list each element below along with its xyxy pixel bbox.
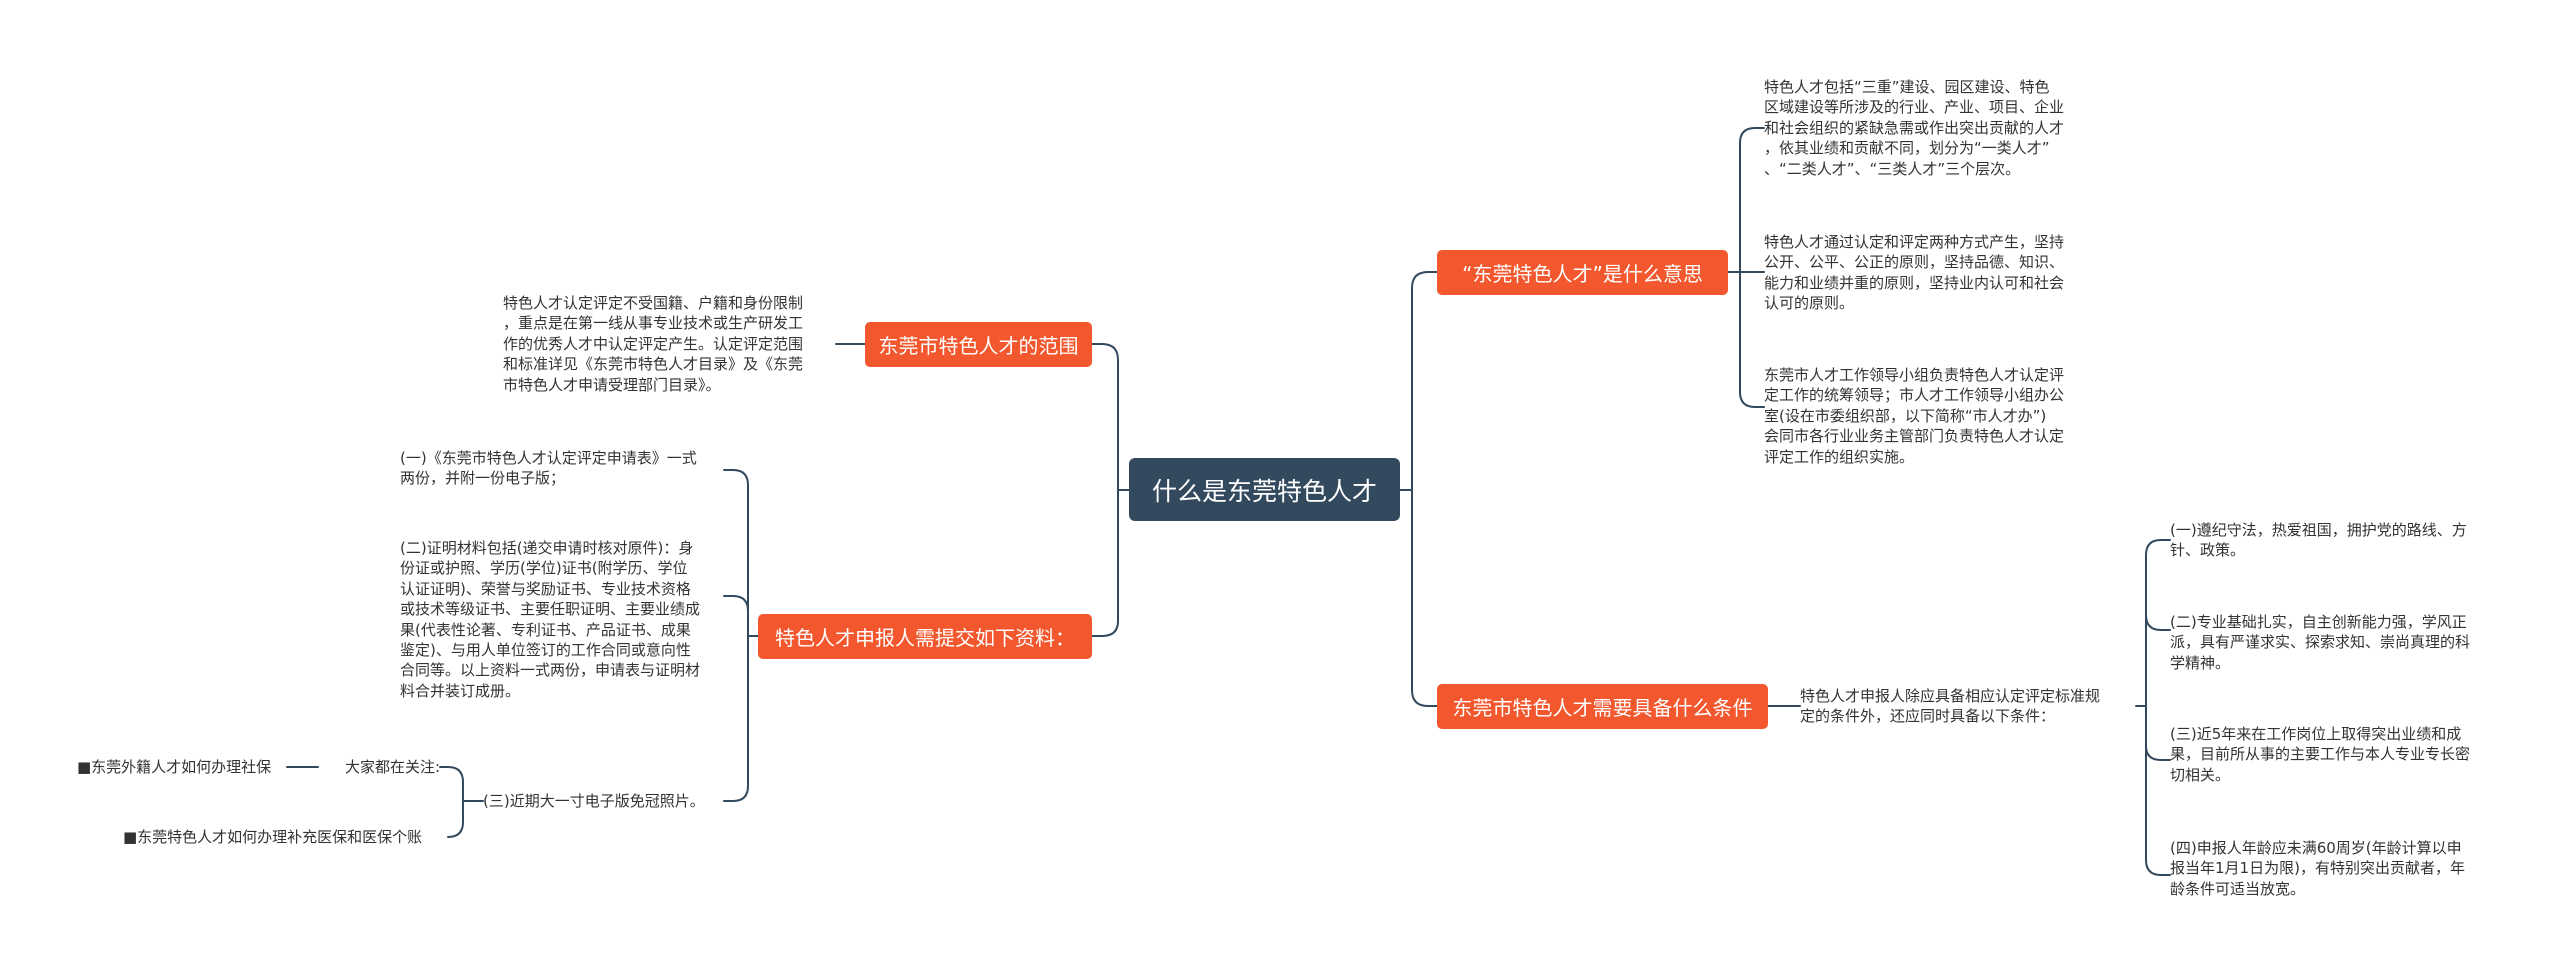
branch-materials-label: 特色人才申报人需提交如下资料：	[775, 626, 1075, 650]
leaf-scope-description: 特色人才认定评定不受国籍、户籍和身份限制 ，重点是在第一线从事专业技术或生产研发…	[503, 294, 804, 394]
link-root-meaning	[1399, 271, 1438, 491]
link-materials-leaves	[723, 469, 759, 802]
link-related-medical-insurance[interactable]: ■东莞特色人才如何办理补充医保和医保个账	[123, 828, 423, 846]
branch-conditions-label: 东莞市特色人才需要具备什么条件	[1452, 696, 1753, 720]
root-topic-label: 什么是东莞特色人才	[1151, 476, 1377, 506]
branch-scope[interactable]: 东莞市特色人才的范围	[865, 322, 1092, 367]
branch-scope-label: 东莞市特色人才的范围	[878, 334, 1079, 358]
leaf-condition-3: (三)近5年来在工作岗位上取得突出业绩和成 果，目前所从事的主要工作与本人专业专…	[2170, 725, 2471, 784]
leaf-meaning-definition: 特色人才包括“三重”建设、园区建设、特色 区域建设等所涉及的行业、产业、项目、企…	[1764, 78, 2065, 178]
leaf-condition-2: (二)专业基础扎实，自主创新能力强，学风正 派，具有严谨求实、探索求知、崇尚真理…	[2170, 613, 2471, 672]
leaf-meaning-organization: 东莞市人才工作领导小组负责特色人才认定评 定工作的统筹领导；市人才工作领导小组办…	[1764, 366, 2065, 466]
branch-materials[interactable]: 特色人才申报人需提交如下资料：	[758, 614, 1092, 659]
root-topic[interactable]: 什么是东莞特色人才	[1129, 458, 1400, 521]
link-meaning-leaves	[1727, 127, 1765, 408]
leaf-material-certificates: (二)证明材料包括(递交申请时核对原件)：身 份证或护照、学历(学位)证书(附学…	[400, 539, 701, 700]
link-root-scope	[1091, 343, 1130, 491]
branch-conditions[interactable]: 东莞市特色人才需要具备什么条件	[1437, 684, 1768, 729]
link-attention-items	[439, 766, 464, 838]
leaf-meaning-principles: 特色人才通过认定和评定两种方式产生，坚持 公开、公平、公正的原则，坚持品德、知识…	[1764, 233, 2065, 313]
link-root-conditions	[1411, 489, 1438, 707]
leaf-attention-heading: 大家都在关注:	[344, 758, 440, 776]
branch-meaning[interactable]: “东莞特色人才”是什么意思	[1437, 250, 1728, 295]
leaf-material-photo: (三)近期大一寸电子版免冠照片。	[483, 792, 705, 810]
link-related-social-insurance[interactable]: ■东莞外籍人才如何办理社保	[77, 758, 272, 776]
leaf-material-form: (一)《东莞市特色人才认定评定申请表》一式 两份，并附一份电子版；	[400, 449, 697, 488]
branch-meaning-label: “东莞特色人才”是什么意思	[1462, 262, 1703, 286]
link-root-materials	[1091, 489, 1119, 637]
link-intro-items	[2135, 539, 2171, 876]
leaf-conditions-intro: 特色人才申报人除应具备相应认定评定标准规 定的条件外，还应同时具备以下条件：	[1800, 687, 2101, 726]
leaf-condition-4: (四)申报人年龄应未满60周岁(年龄计算以申 报当年1月1日为限)，有特别突出贡…	[2170, 839, 2465, 898]
leaf-condition-1: (一)遵纪守法，热爱祖国，拥护党的路线、方 针、政策。	[2170, 521, 2467, 560]
